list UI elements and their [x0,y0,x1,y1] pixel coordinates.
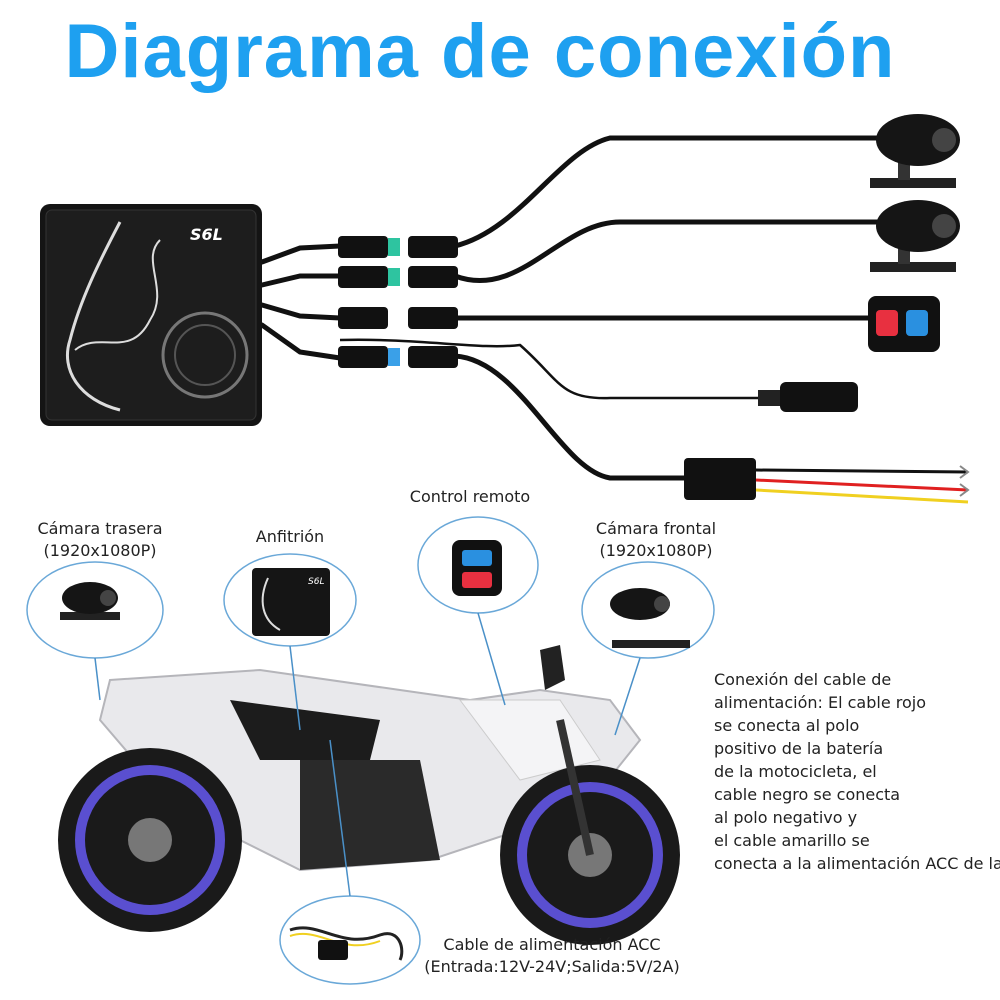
host-badge: S6L [190,225,223,244]
cable-gps [339,338,760,400]
callout-acc-cable-icon [289,926,404,961]
callout-host-icon: S6L [252,568,330,636]
gps-module [758,382,858,412]
rear-camera [870,114,960,188]
callout-rear-camera-icon [60,582,120,620]
label-remote: Control remoto [409,487,531,506]
callout-front-camera-icon [610,588,690,648]
connector-3 [338,307,458,329]
cable-rear-camera [452,135,883,249]
connector-1 [338,236,458,258]
connector-4 [338,346,458,368]
front-camera [870,200,960,272]
cable-power [452,353,693,481]
label-host: Anfitrión [255,527,325,546]
motorcycle [58,645,680,945]
label-rear-camera: Cámara trasera (1920x1080P) [37,519,163,560]
host-unit: S6L [40,204,262,426]
label-acc-cable: Cable de alimentación ACC (Entrada:12V-2… [424,935,680,976]
callout-remote-icon [452,540,502,596]
power-description: Conexión del cable de alimentación: El c… [714,670,1000,873]
acc-fuse-box [684,458,970,504]
cable-front-camera [452,219,883,284]
connector-2 [338,266,458,288]
svg-text:S6L: S6L [308,577,324,587]
cables [259,135,883,481]
connectors [338,236,458,368]
page-title: Diagrama de conexión [64,9,896,94]
remote-control [868,296,940,352]
label-front-camera: Cámara frontal (1920x1080P) [595,519,717,560]
